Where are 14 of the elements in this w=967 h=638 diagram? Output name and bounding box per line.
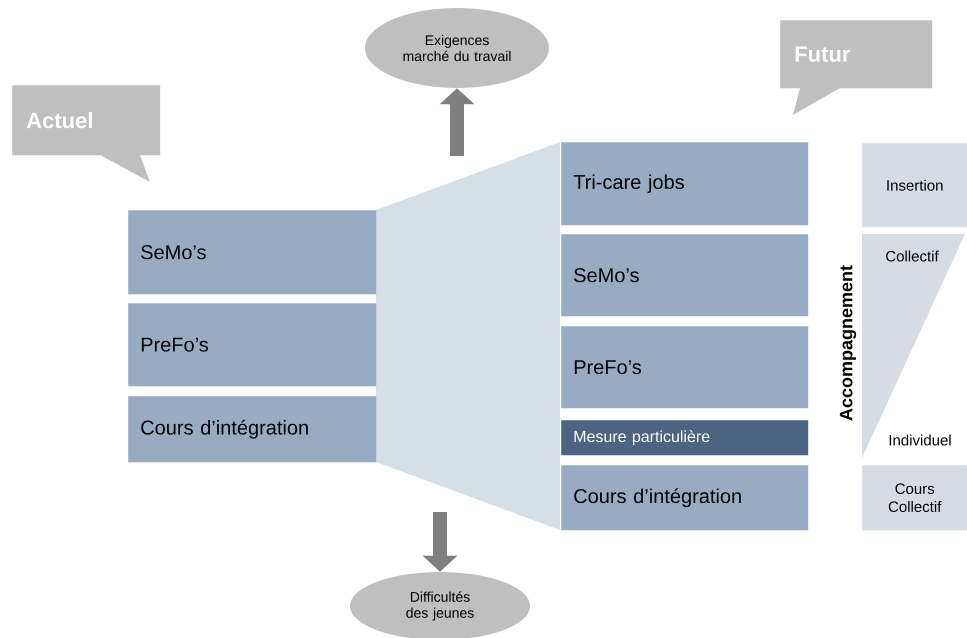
block-box: SeMo’s — [128, 210, 376, 294]
block-box: Mesure particulière — [561, 420, 808, 456]
block-box: PreFo’s — [128, 303, 376, 386]
block-box: SeMo’s — [561, 234, 808, 316]
block-box: Tri-care jobs — [561, 142, 808, 226]
block-box: Cours d’intégration — [128, 396, 376, 462]
funnel-shape — [376, 142, 560, 530]
speech-bubble: Actuel — [12, 85, 160, 182]
block-box: Insertion — [862, 143, 967, 228]
vertical-label: Accompagnement — [840, 265, 856, 421]
block-box: PreFo’s — [561, 326, 808, 408]
block-box: Cours Collectif — [862, 465, 967, 530]
block-box: Cours d’intégration — [561, 465, 808, 530]
speech-bubble: Futur — [780, 20, 932, 115]
